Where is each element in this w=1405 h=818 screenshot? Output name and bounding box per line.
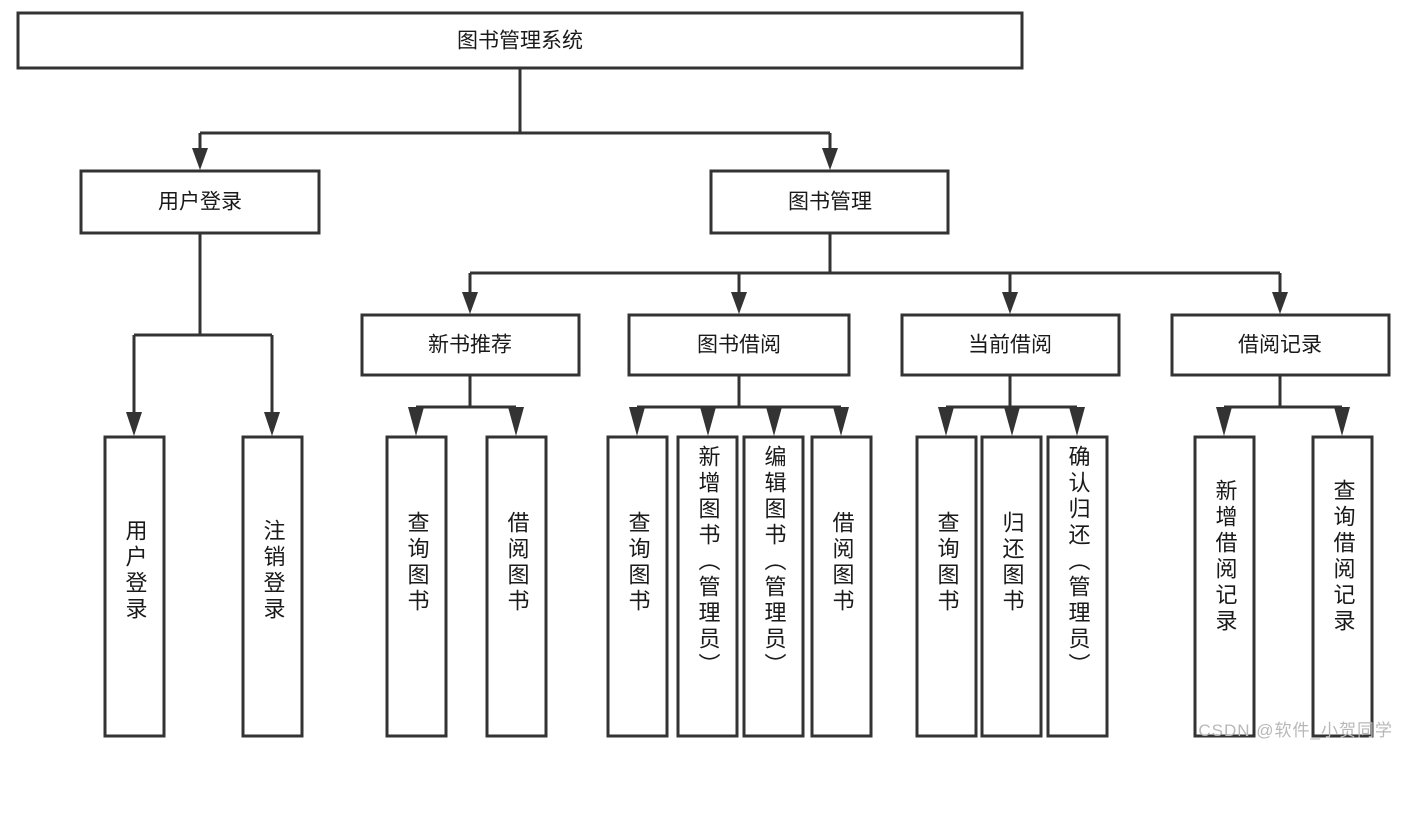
node-borrow-record[interactable]: 借阅记录	[1170, 313, 1391, 377]
arrow-head-bb-add-book	[700, 407, 716, 436]
leaf-box-logout[interactable]	[241, 435, 304, 738]
arrow-head-bb-borrow-book	[833, 407, 849, 436]
node-current-borrow[interactable]: 当前借阅	[900, 313, 1121, 377]
arrow-head-cb-return-book	[1004, 407, 1020, 436]
diagram-canvas: 图书管理系统 用户登录 图书管理 新书推荐 图书借阅 当前借阅 借阅记录	[16, 11, 1393, 740]
arrow-head-cb-confirm-return	[1069, 407, 1085, 436]
arrow-head-nb-query-book	[408, 407, 424, 436]
node-new-book-recommend-label: 新书推荐	[428, 334, 512, 357]
node-book-borrow[interactable]: 图书借阅	[627, 313, 851, 377]
node-root-label: 图书管理系统	[457, 30, 583, 53]
node-current-borrow-box[interactable]	[900, 313, 1121, 377]
node-borrow-record-box[interactable]	[1170, 313, 1391, 377]
connectors-user-login-to-leaves	[126, 233, 280, 436]
node-user-login-box[interactable]	[79, 169, 321, 235]
node-current-borrow-label: 当前借阅	[968, 334, 1052, 357]
arrow-head-bb-query-book	[629, 407, 645, 436]
connectors-book-mgmt-to-level3	[462, 233, 1288, 314]
leaf-box-br-add-record[interactable]	[1193, 435, 1256, 738]
leaf-box-bb-borrow-book[interactable]	[810, 435, 873, 738]
arrow-head-cb-query-book	[938, 407, 954, 436]
connectors-current-borrow-to-leaves	[938, 375, 1085, 436]
leaf-box-br-query-record[interactable]	[1311, 435, 1374, 738]
arrow-head-leaf-logout	[264, 412, 280, 436]
node-root-box[interactable]	[16, 11, 1024, 70]
arrow-head-book-borrow	[731, 292, 747, 314]
arrow-head-leaf-user-login	[126, 412, 142, 436]
leaf-box-cb-return-book[interactable]	[980, 435, 1043, 738]
node-user-login-label: 用户登录	[158, 191, 242, 214]
arrow-head-nb-borrow-book	[508, 407, 524, 436]
arrow-head-user-login	[192, 148, 208, 170]
arrow-head-current-borrow	[1002, 292, 1018, 314]
leaf-box-nb-query-book[interactable]	[385, 435, 448, 738]
node-user-login[interactable]: 用户登录	[79, 169, 321, 235]
connectors-new-book-to-leaves	[408, 375, 524, 436]
node-new-book-recommend-box[interactable]	[360, 313, 581, 377]
leaf-box-bb-edit-book[interactable]	[742, 435, 805, 738]
connectors-borrow-record-to-leaves	[1216, 375, 1350, 436]
leaf-boxes	[103, 435, 1374, 738]
node-book-management-label: 图书管理	[788, 191, 872, 214]
node-borrow-record-label: 借阅记录	[1238, 334, 1322, 357]
node-root[interactable]: 图书管理系统	[16, 11, 1024, 70]
connectors-book-borrow-to-leaves	[629, 375, 849, 436]
leaf-box-cb-confirm-return[interactable]	[1046, 435, 1109, 738]
node-book-management[interactable]: 图书管理	[709, 169, 950, 235]
leaf-box-nb-borrow-book[interactable]	[485, 435, 548, 738]
arrow-head-new-book	[462, 292, 478, 314]
connectors-root-to-level2	[192, 68, 838, 170]
node-book-borrow-box[interactable]	[627, 313, 851, 377]
arrow-head-book-mgmt	[822, 148, 838, 170]
node-book-management-box[interactable]	[709, 169, 950, 235]
watermark-text: CSDN @软件_小贺同学	[1198, 721, 1393, 740]
arrow-head-bb-edit-book	[766, 407, 782, 436]
arrow-head-br-query-record	[1334, 407, 1350, 436]
node-book-borrow-label: 图书借阅	[697, 334, 781, 357]
flowchart-svg: 图书管理系统 用户登录 图书管理 新书推荐 图书借阅 当前借阅 借阅记录	[16, 11, 1391, 738]
leaf-box-user-login[interactable]	[103, 435, 166, 738]
arrow-head-br-add-record	[1216, 407, 1232, 436]
node-new-book-recommend[interactable]: 新书推荐	[360, 313, 581, 377]
leaf-box-bb-query-book[interactable]	[606, 435, 669, 738]
leaf-box-bb-add-book[interactable]	[676, 435, 739, 738]
leaf-box-cb-query-book[interactable]	[915, 435, 978, 738]
arrow-head-borrow-record	[1272, 292, 1288, 314]
